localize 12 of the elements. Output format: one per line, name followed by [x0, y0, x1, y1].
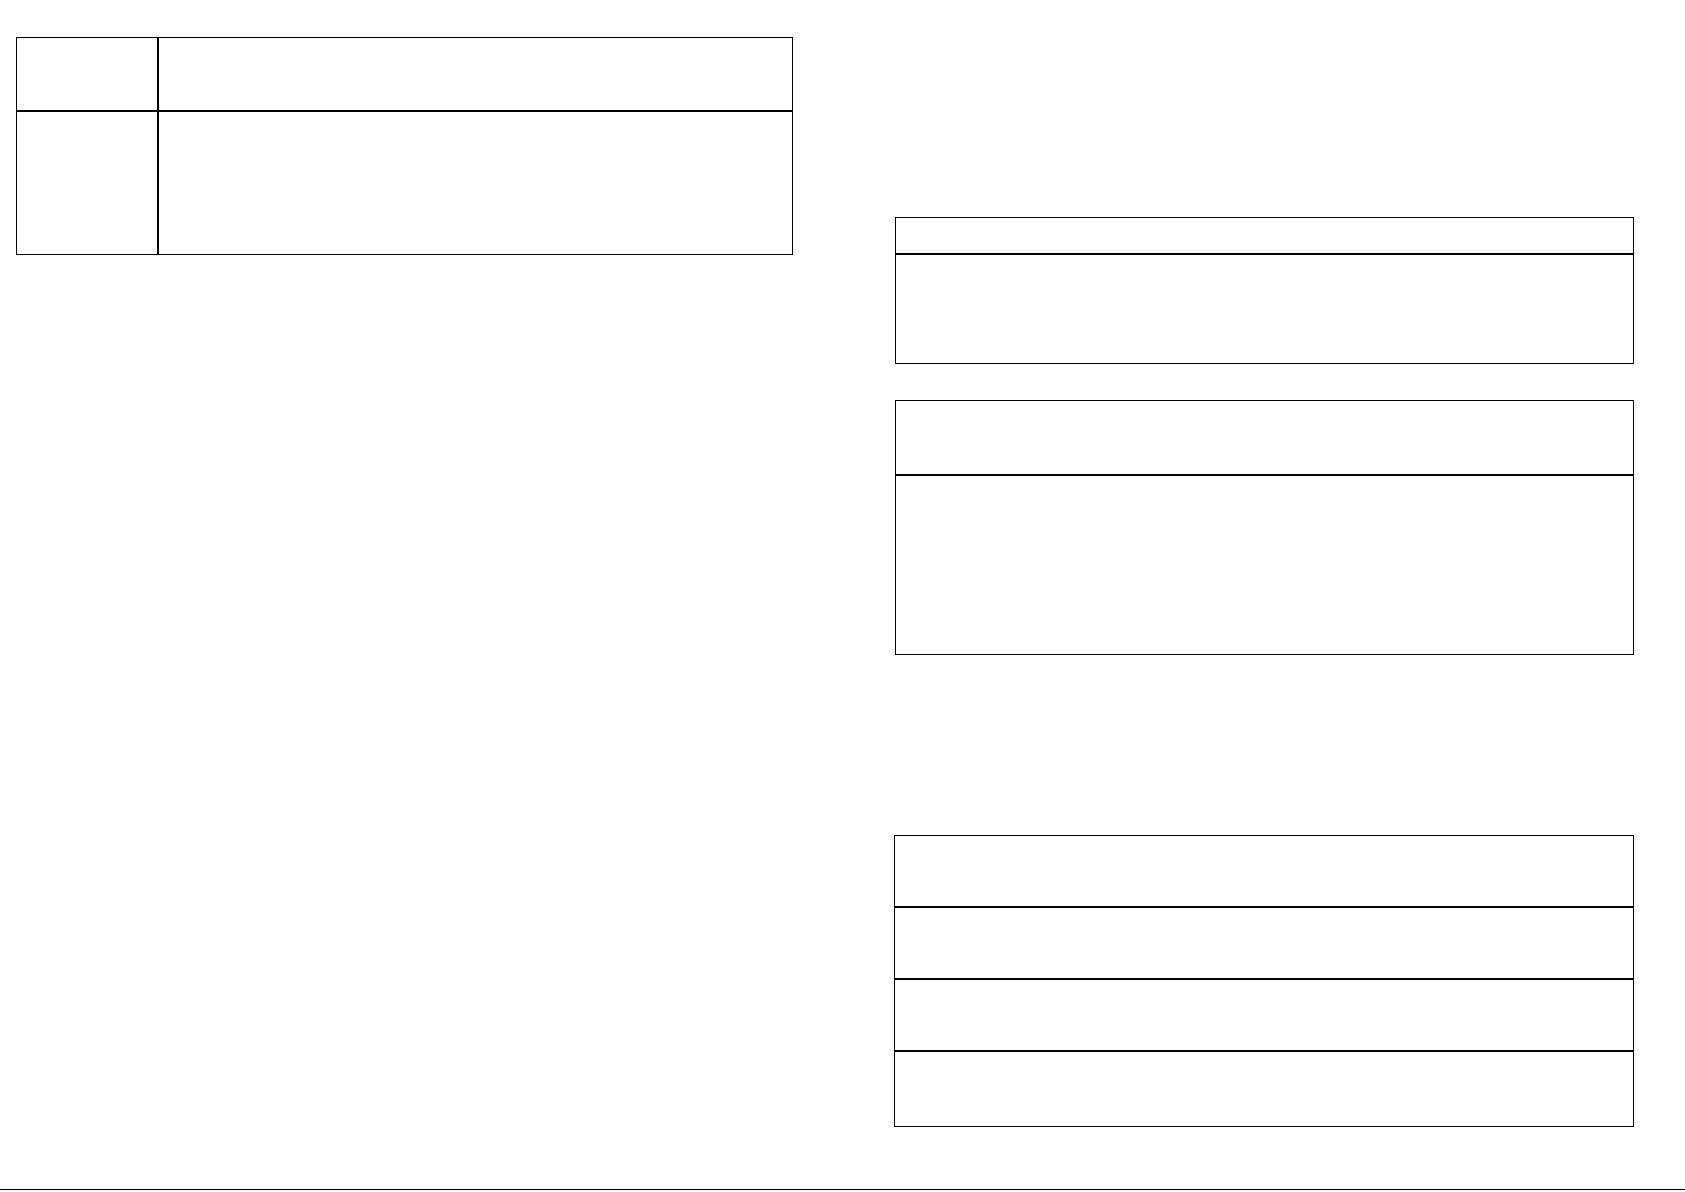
table-cell: [895, 474, 1634, 655]
table-cell: [894, 978, 1634, 1052]
table-cell: [157, 110, 793, 255]
table-cell: [157, 37, 793, 112]
table-cell: [894, 906, 1634, 980]
table-cell: [895, 400, 1634, 476]
table-cell: [894, 1050, 1634, 1127]
table-cell: [16, 110, 159, 255]
table-cell: [16, 37, 159, 112]
table-cell: [894, 835, 1634, 908]
table-cell: [895, 217, 1634, 255]
table-cell: [895, 253, 1634, 364]
